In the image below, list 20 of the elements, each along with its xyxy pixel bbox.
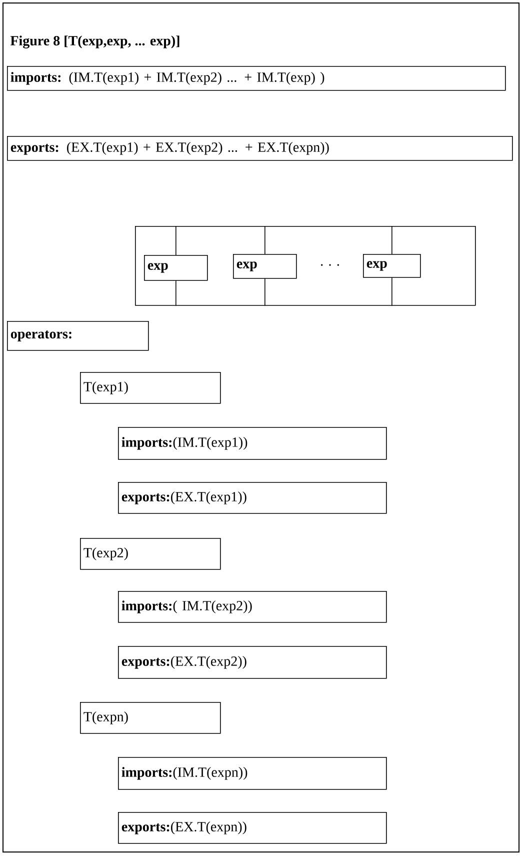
text-box: exports:(EX.T(exp2)) bbox=[118, 646, 387, 679]
text-box: exp bbox=[363, 254, 421, 278]
connector-line bbox=[264, 226, 266, 254]
text-box: exports: (EX.T(exp1) + EX.T(exp2) ... + EX.T(expn)) bbox=[7, 136, 513, 161]
text-box: exp bbox=[233, 254, 297, 279]
text-box: operators: bbox=[7, 321, 149, 351]
text-box: imports: (IM.T(exp1) + IM.T(exp2) ... + IM.T(exp) ) bbox=[7, 66, 506, 91]
text-box: imports:( IM.T(exp2)) bbox=[118, 591, 387, 623]
text-box: exports:(EX.T(exp1)) bbox=[118, 482, 387, 514]
text-box: exp bbox=[144, 255, 208, 281]
text-box: T(exp1) bbox=[80, 372, 221, 404]
band-box bbox=[135, 226, 476, 306]
text-box: T(exp2) bbox=[80, 538, 221, 570]
connector-line bbox=[264, 278, 266, 306]
text-box: T(expn) bbox=[80, 702, 221, 734]
text-box: imports:(IM.T(exp1)) bbox=[118, 427, 387, 460]
ellipsis: . . . bbox=[321, 264, 339, 266]
text-box: exports:(EX.T(expn)) bbox=[118, 812, 387, 844]
text-box: imports:(IM.T(expn)) bbox=[118, 757, 387, 790]
figure-title: Figure 8 [T(exp,exp, ... exp)] bbox=[10, 36, 180, 48]
